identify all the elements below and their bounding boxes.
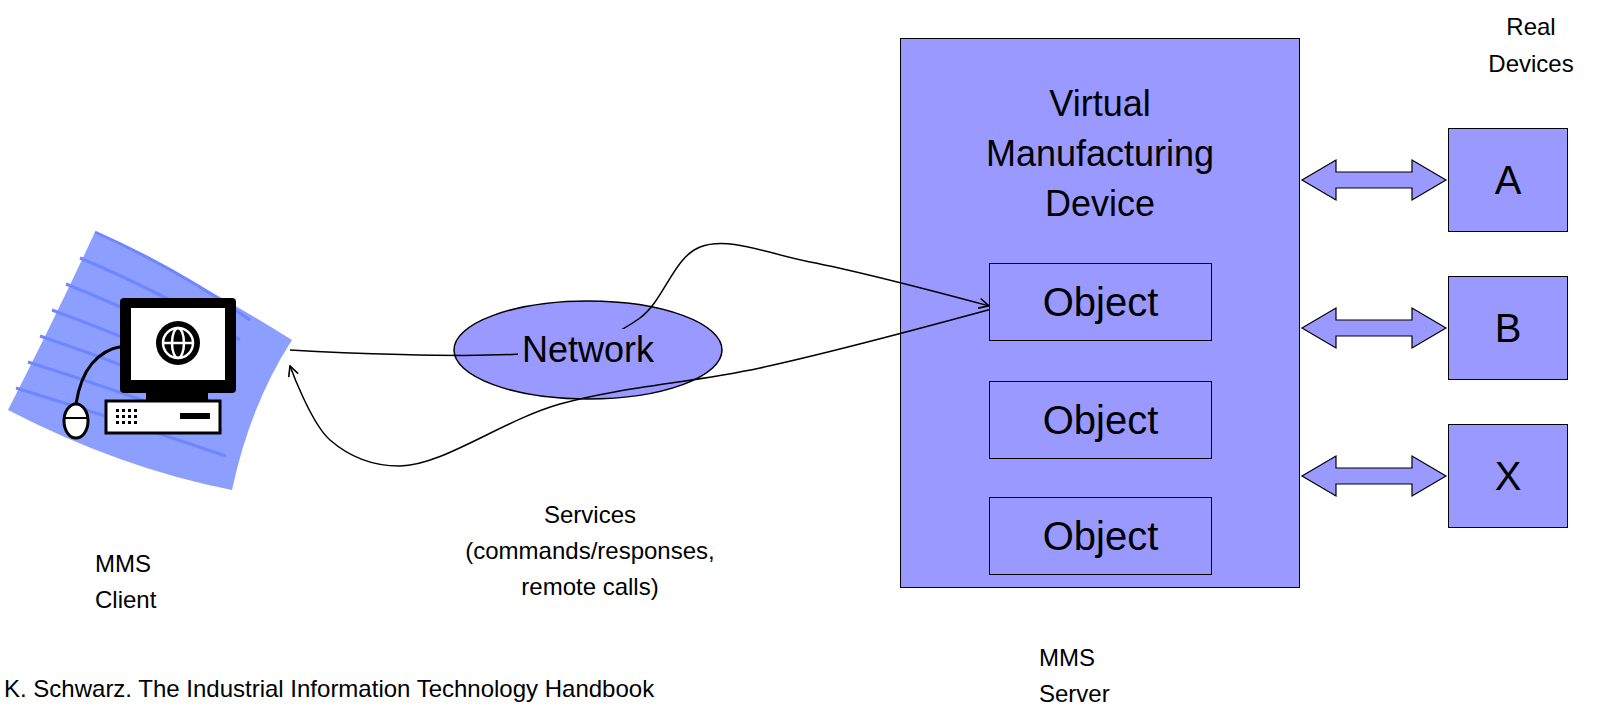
object-label: Object bbox=[1043, 398, 1159, 443]
object-box: Object bbox=[989, 497, 1212, 575]
device-label: X bbox=[1495, 454, 1522, 499]
monitor bbox=[120, 298, 236, 393]
drive-slot bbox=[180, 413, 210, 419]
double-block-arrow bbox=[1302, 456, 1446, 496]
device-box: X bbox=[1448, 424, 1568, 528]
double-block-arrow bbox=[1302, 160, 1446, 200]
client-label: MMS Client bbox=[95, 546, 177, 618]
services-label: Services (commands/responses, remote cal… bbox=[455, 497, 725, 605]
real-devices-label: Real Devices bbox=[1475, 8, 1587, 82]
client-node: MMS Client bbox=[10, 230, 290, 615]
screen bbox=[131, 308, 225, 380]
network-ellipse: Network bbox=[453, 300, 723, 400]
vmd-title: Virtual Manufacturing Device bbox=[955, 79, 1245, 229]
double-block-arrow bbox=[1302, 308, 1446, 348]
client-computer-icon bbox=[8, 232, 292, 490]
device-box: B bbox=[1448, 276, 1568, 380]
device-box: A bbox=[1448, 128, 1568, 232]
device-label: B bbox=[1495, 306, 1522, 351]
globe-lines bbox=[163, 328, 193, 358]
citation: K. Schwarz. The Industrial Information T… bbox=[4, 674, 654, 704]
object-box: Object bbox=[989, 263, 1212, 341]
server-label: MMS Server bbox=[1039, 640, 1131, 712]
citation-holder: K. Schwarz. The Industrial Information T… bbox=[4, 674, 654, 704]
mouse-cable bbox=[76, 346, 124, 404]
services-label-holder: Services (commands/responses, remote cal… bbox=[455, 497, 725, 605]
mouse bbox=[64, 404, 88, 438]
vmd-box: Virtual Manufacturing DeviceMMS ServerOb… bbox=[900, 38, 1300, 588]
mouse-button-line bbox=[64, 417, 88, 419]
network-shape bbox=[454, 301, 722, 399]
object-label: Object bbox=[1043, 280, 1159, 325]
globe bbox=[156, 321, 200, 365]
real-devices-label-holder: Real Devices bbox=[1475, 8, 1587, 82]
wing-strokes bbox=[16, 232, 250, 456]
object-label: Object bbox=[1043, 514, 1159, 559]
blue-wing bbox=[8, 232, 292, 490]
computer-unit bbox=[106, 401, 220, 433]
object-box: Object bbox=[989, 381, 1212, 459]
device-label: A bbox=[1495, 158, 1522, 203]
keypad-dots bbox=[116, 409, 137, 424]
network-label: Network bbox=[518, 329, 658, 371]
